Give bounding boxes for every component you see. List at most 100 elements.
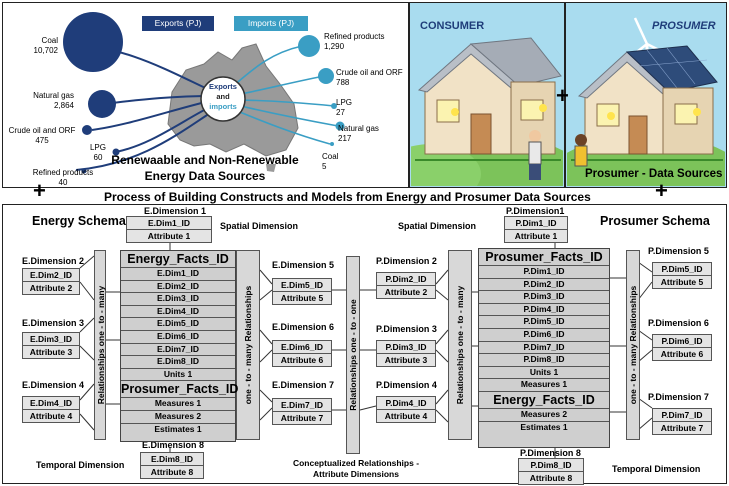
e-dimension-6-box[interactable]: E.Dim6_ID Attribute 6 — [272, 340, 332, 367]
e-attr4: Attribute 4 — [23, 409, 79, 422]
prosumer-title: PROSUMER — [652, 20, 716, 32]
e-attr6: Attribute 6 — [273, 353, 331, 366]
e-dimension-2-box[interactable]: E.Dim2_ID Attribute 2 — [22, 268, 80, 295]
prosumer-facts-table[interactable]: Prosumer_Facts_ID P.Dim1_ID P.Dim2_ID P.… — [478, 248, 610, 448]
e-attr7: Attribute 7 — [273, 411, 331, 424]
facts-row: Estimates 1 — [479, 420, 609, 434]
p-dim5-id: P.Dim5_ID — [661, 264, 703, 274]
prosumer-facts2-title: Energy_Facts_ID — [479, 390, 609, 408]
exports-imports-map — [63, 12, 345, 174]
p-attr6: Attribute 6 — [653, 347, 711, 360]
p-dimension-8-title: P.Dimension 8 — [520, 448, 581, 458]
prosumer-right-relationship-text: one - to - many Relationships — [628, 285, 638, 405]
facts-row: Measures 2 — [121, 409, 235, 423]
p-dimension-7-box[interactable]: P.Dim7_ID Attribute 7 — [652, 408, 712, 435]
prosumer-left-relationship-bar — [448, 250, 472, 440]
e-dimension-7-title: E.Dimension 7 — [272, 380, 335, 390]
e-dimension-3-box[interactable]: E.Dim3_ID Attribute 3 — [22, 332, 80, 359]
p-dimension-6-title: P.Dimension 6 — [648, 318, 709, 328]
facts-row: E.Dim6_ID — [121, 329, 235, 343]
e-dimension-4-title: E.Dimension 4 — [22, 380, 85, 390]
e-attr2: Attribute 2 — [23, 281, 79, 294]
facts-row: Measures 1 — [479, 378, 609, 391]
p-dimension-3-box[interactable]: P.Dim3_ID Attribute 3 — [376, 340, 436, 367]
e-dimension-8-title: E.Dimension 8 — [142, 440, 205, 450]
energy-left-relationship-bar — [94, 250, 106, 440]
schema-panel — [2, 204, 727, 484]
p-dimension-6-box[interactable]: P.Dim6_ID Attribute 6 — [652, 334, 712, 361]
plus-sign-top: + — [556, 83, 569, 108]
facts-row: P.Dim4_ID — [479, 302, 609, 316]
e-dim4-id: E.Dim4_ID — [29, 398, 73, 408]
prosumer-facts-title: Prosumer_Facts_ID — [485, 250, 603, 264]
p-dimension-5-title: P.Dimension 5 — [648, 246, 709, 256]
e-dimension-5-title: E.Dimension 5 — [272, 260, 335, 270]
p-dimension-8-box[interactable]: P.Dim8_ID Attribute 8 — [518, 458, 584, 485]
middle-caption: Conceptualized Relationships - Attribute… — [292, 458, 420, 479]
plus-sign-left: + — [33, 178, 46, 203]
e-dimension-7-box[interactable]: E.Dim7_ID Attribute 7 — [272, 398, 332, 425]
e-dim2-id: E.Dim2_ID — [29, 270, 73, 280]
e-dim3-id: E.Dim3_ID — [29, 334, 73, 344]
e-dimension-5-box[interactable]: E.Dim5_ID Attribute 5 — [272, 278, 332, 305]
p-dimension-7-title: P.Dimension 7 — [648, 392, 709, 402]
energy-spatial-label: Spatial Dimension — [220, 221, 299, 231]
e-dimension-4-box[interactable]: E.Dim4_ID Attribute 4 — [22, 396, 80, 423]
p-dimension-1-box[interactable]: P.Dim1_ID Attribute 1 — [504, 216, 568, 243]
p-attr4: Attribute 4 — [377, 409, 435, 422]
e-dim6-id: E.Dim6_ID — [280, 342, 324, 352]
e-attr5: Attribute 5 — [273, 291, 331, 304]
facts-row: P.Dim3_ID — [479, 290, 609, 303]
map-caption: Renewaable and Non-Renewable Energy Data… — [111, 153, 299, 183]
energy-facts-table[interactable]: Energy_Facts_ID E.Dim1_ID E.Dim2_ID E.Di… — [120, 250, 238, 442]
prosumer-right-relationship-bar — [626, 250, 640, 440]
energy-facts-title: Energy_Facts_ID — [127, 252, 229, 266]
facts-row: P.Dim1_ID — [479, 265, 609, 278]
p-attr5: Attribute 5 — [653, 275, 711, 288]
facts-row: P.Dim2_ID — [479, 277, 609, 291]
p-dim8-id: P.Dim8_ID — [530, 460, 572, 470]
p-dim3-id: P.Dim3_ID — [385, 342, 427, 352]
e-attr8: Attribute 8 — [141, 465, 203, 478]
facts-row: Units 1 — [479, 365, 609, 379]
facts-row: E.Dim8_ID — [121, 355, 235, 368]
e-dim1-id: E.Dim1_ID — [147, 218, 191, 228]
p-dimension-3-title: P.Dimension 3 — [376, 324, 437, 334]
p-attr2: Attribute 2 — [377, 285, 435, 298]
e-dimension-8-box[interactable]: E.Dim8_ID Attribute 8 — [140, 452, 204, 479]
prosumer-schema-title: Prosumer Schema — [600, 214, 710, 228]
e-dim7-id: E.Dim7_ID — [280, 400, 324, 410]
consumer-title: CONSUMER — [420, 20, 485, 32]
facts-row: Units 1 — [121, 367, 235, 381]
facts-row: P.Dim7_ID — [479, 340, 609, 354]
facts-row: Measures 2 — [479, 407, 609, 421]
e-dimension-3-title: E.Dimension 3 — [22, 318, 85, 328]
e-dimension-2-title: E.Dimension 2 — [22, 256, 85, 266]
p-dimension-4-box[interactable]: P.Dim4_ID Attribute 4 — [376, 396, 436, 423]
energy-left-relationship-text: Relationships one - to - many — [96, 285, 106, 405]
e-dimension-1-box[interactable]: E.Dim1_ID Attribute 1 — [126, 216, 212, 243]
p-dim1-id: P.Dim1_ID — [515, 218, 557, 228]
p-dim7-id: P.Dim7_ID — [661, 410, 703, 420]
p-dimension-2-title: P.Dimension 2 — [376, 256, 437, 266]
p-attr1: Attribute 1 — [505, 229, 567, 242]
middle-relationship-text: Relationships one - to - one — [348, 299, 358, 411]
facts-row: Estimates 1 — [121, 422, 235, 436]
energy-schema-title: Energy Schema — [32, 214, 126, 228]
exports-legend: Exports (PJ) — [142, 16, 214, 31]
facts-row: E.Dim4_ID — [121, 304, 235, 318]
e-dimension-6-title: E.Dimension 6 — [272, 322, 335, 332]
p-attr7: Attribute 7 — [653, 421, 711, 434]
p-dimension-5-box[interactable]: P.Dim5_ID Attribute 5 — [652, 262, 712, 289]
p-dimension-2-box[interactable]: P.Dim2_ID Attribute 2 — [376, 272, 436, 299]
facts-row: P.Dim8_ID — [479, 353, 609, 366]
p-dim6-id: P.Dim6_ID — [661, 336, 703, 346]
